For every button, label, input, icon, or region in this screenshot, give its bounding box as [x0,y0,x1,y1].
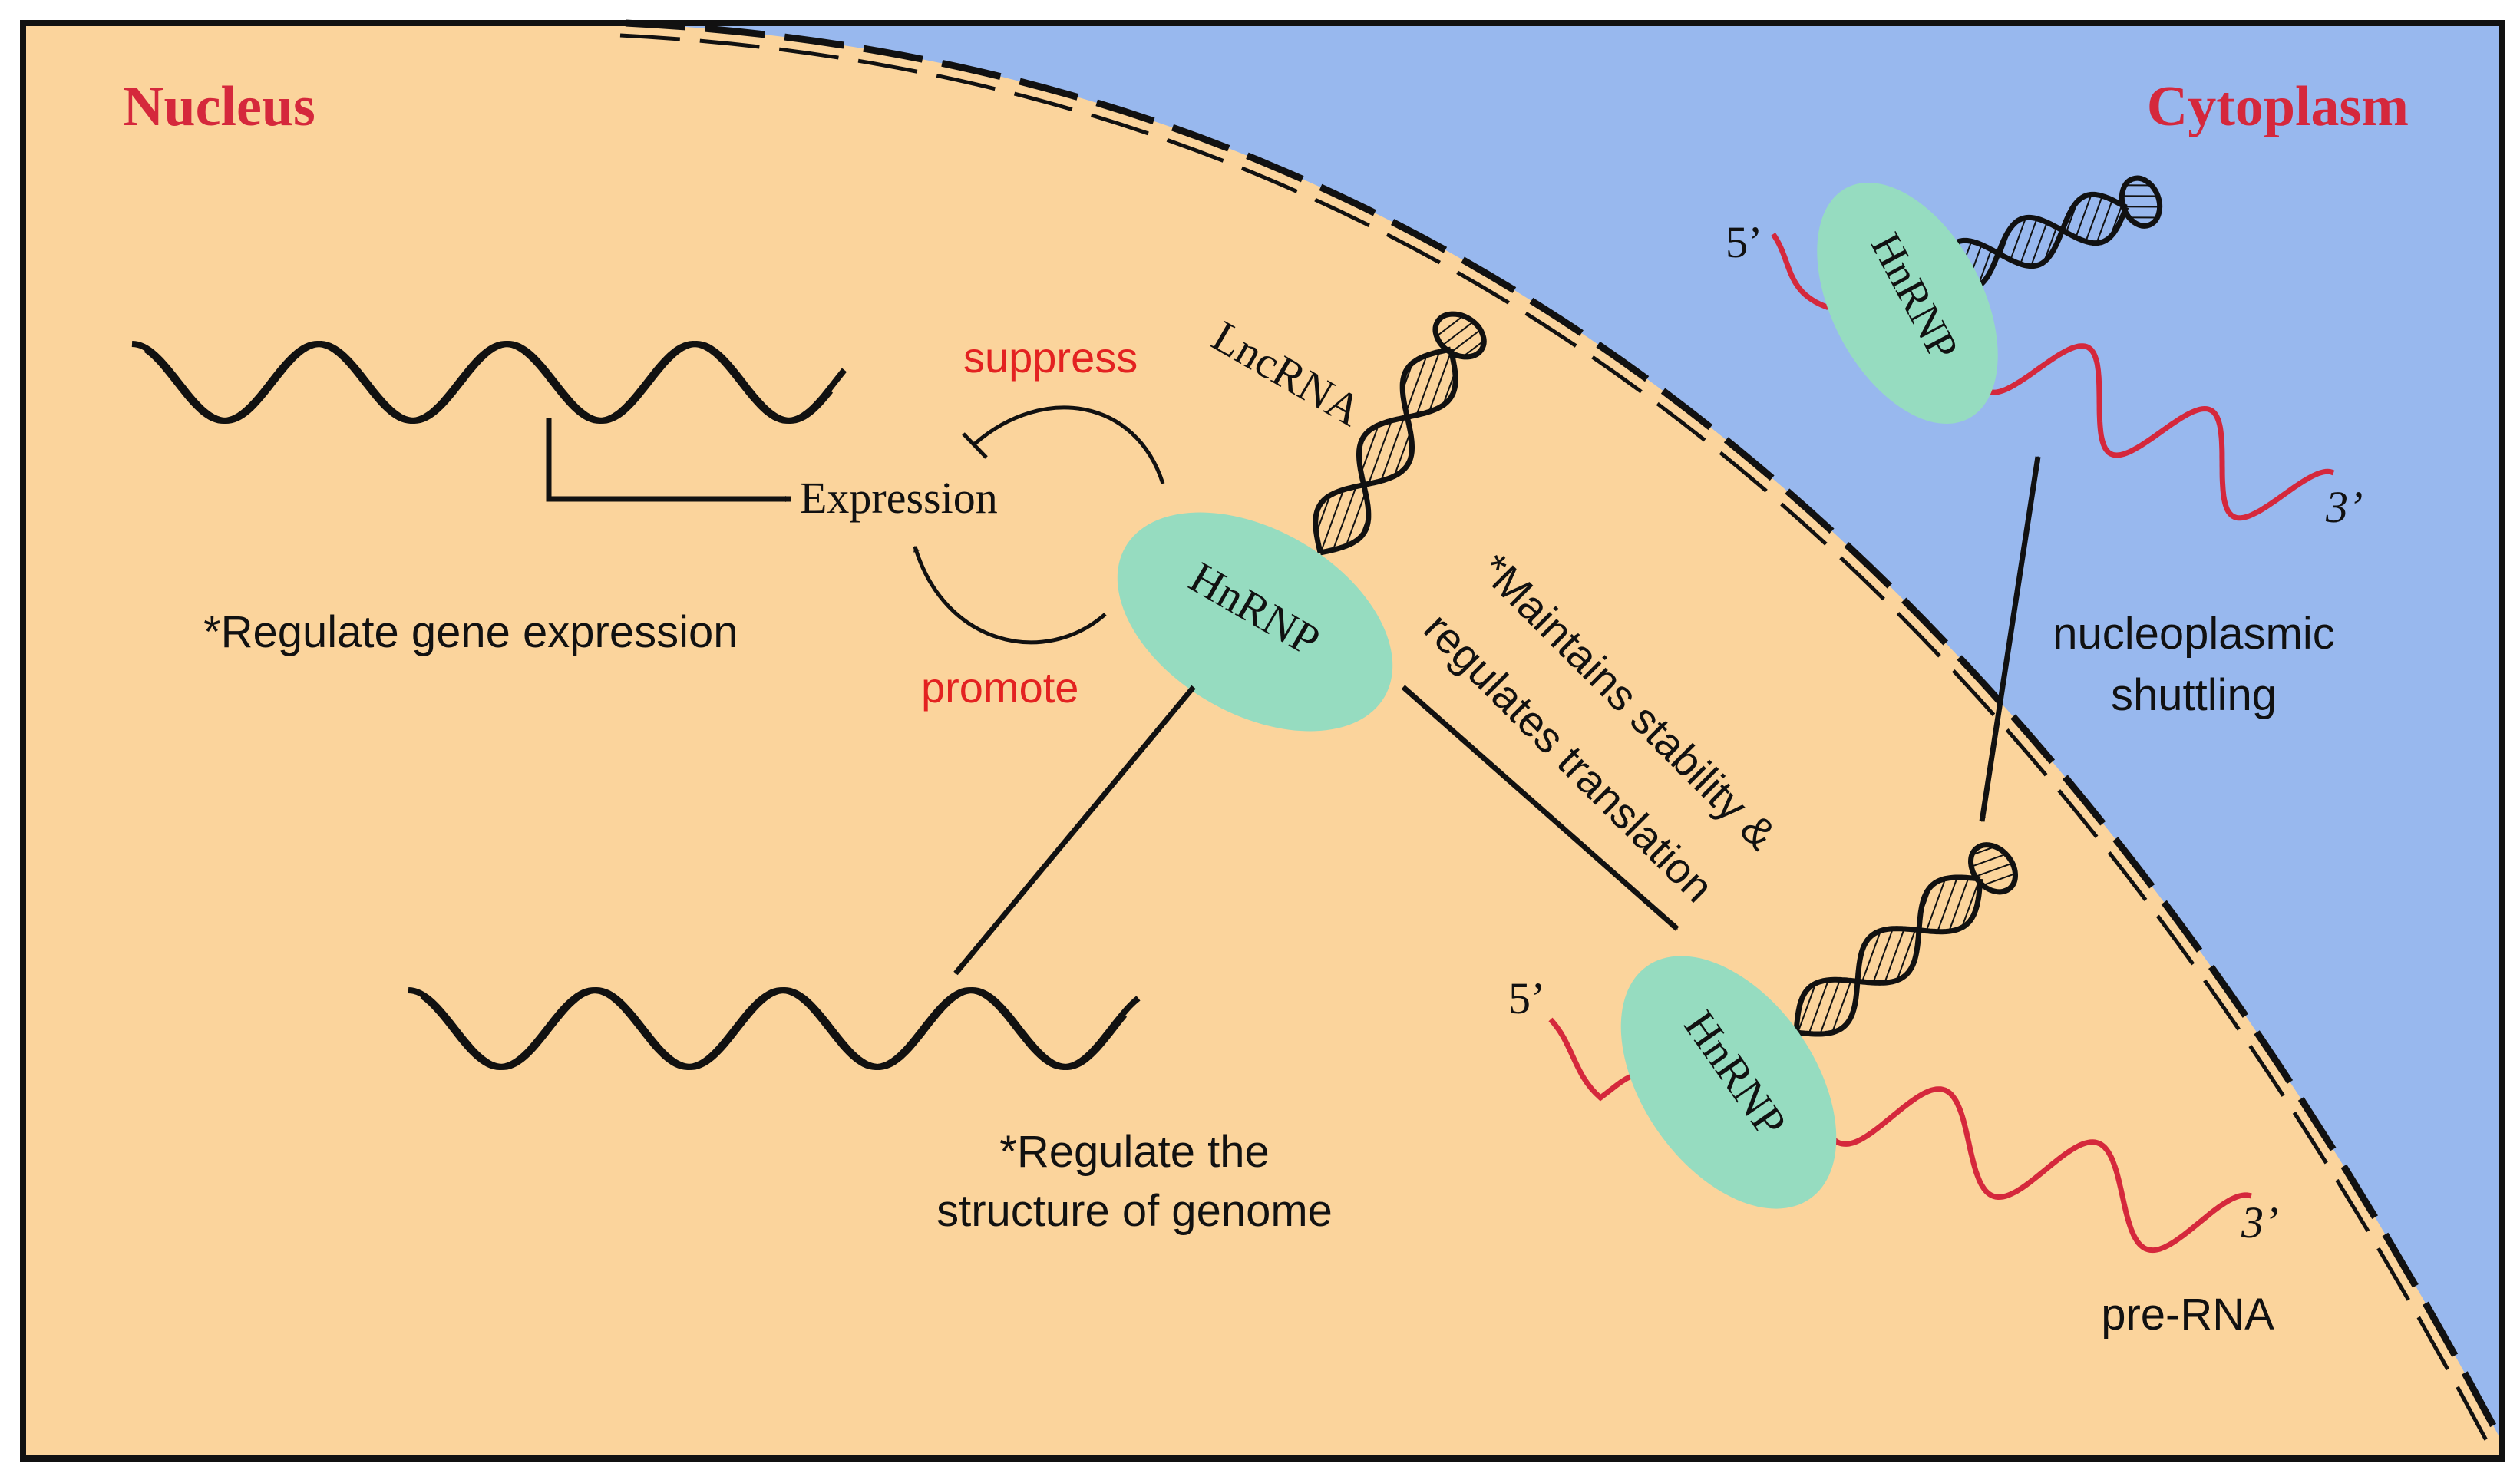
genome-structure-arrow [953,685,1196,976]
hnrnp-upper: HnRNP [1817,183,1998,424]
hairpin-hatching [1934,194,2126,289]
suppress-bar [962,432,988,459]
lncrna-hairpin-center [1313,311,1487,556]
cytoplasm-label: Cytoplasm [2147,75,2409,138]
hairpin-strand-b [1931,191,2128,278]
pre-rna-strand-left [1548,1017,1633,1102]
nuclear-envelope-inner [619,33,2489,1443]
hairpin-hatching [1315,349,1456,553]
lncrna-hairpin-lower [1793,842,2018,1037]
suppress-label: suppress [963,333,1138,382]
hairpin-strand-b [1793,874,1981,1033]
hairpin-strand-a [1319,349,1458,556]
regulate-structure-label-line1: *Regulate the [999,1127,1269,1177]
three-prime-lower: 3’ [2241,1198,2278,1247]
figure-frame [20,20,2505,1462]
shuttling-label-line2: shuttling [2111,670,2277,720]
translation-arrow [1401,685,1679,931]
expression-label: Expression [800,473,998,523]
hairpin-strand-a [1795,878,1983,1037]
hairpin-hatching [1796,877,1980,1034]
hairpin-loop [1432,311,1487,360]
pre-rna-strand-right [1812,1086,2252,1254]
pre-rna-label: pre-RNA [2101,1290,2274,1340]
three-prime-upper: 3’ [2325,482,2363,532]
shuttling-arrow [1979,455,2041,823]
expression-arrow [546,418,792,502]
hairpin-loop [1968,842,2018,895]
suppress-arrow [973,405,1165,484]
nucleus-region [23,23,2499,1459]
promote-label: promote [921,663,1078,712]
dna-helix-genome [408,986,1141,1071]
hairpin-strand-b [1313,346,1452,553]
nuclear-envelope-outer [625,19,2502,1438]
five-prime-upper: 5’ [1726,217,1762,267]
regulate-structure-label-line2: structure of genome [936,1186,1333,1236]
nucleus-label: Nucleus [123,75,315,138]
five-prime-lower: 5’ [1508,973,1545,1023]
hairpin-loop [2119,175,2163,229]
regulate-gene-expression-label: *Regulate gene expression [203,607,738,657]
shuttling-label-line1: nucleoplasmic [2053,609,2335,659]
cyto-rna-strand-right [1973,338,2335,521]
lncrna-hairpin-upper [1931,175,2163,292]
hnrnp-lower: HnRNP [1620,956,1837,1209]
dna-helix-expression [131,340,847,425]
promote-arrow [913,545,1107,645]
hnrnp-center: HnRNP [1117,512,1393,732]
